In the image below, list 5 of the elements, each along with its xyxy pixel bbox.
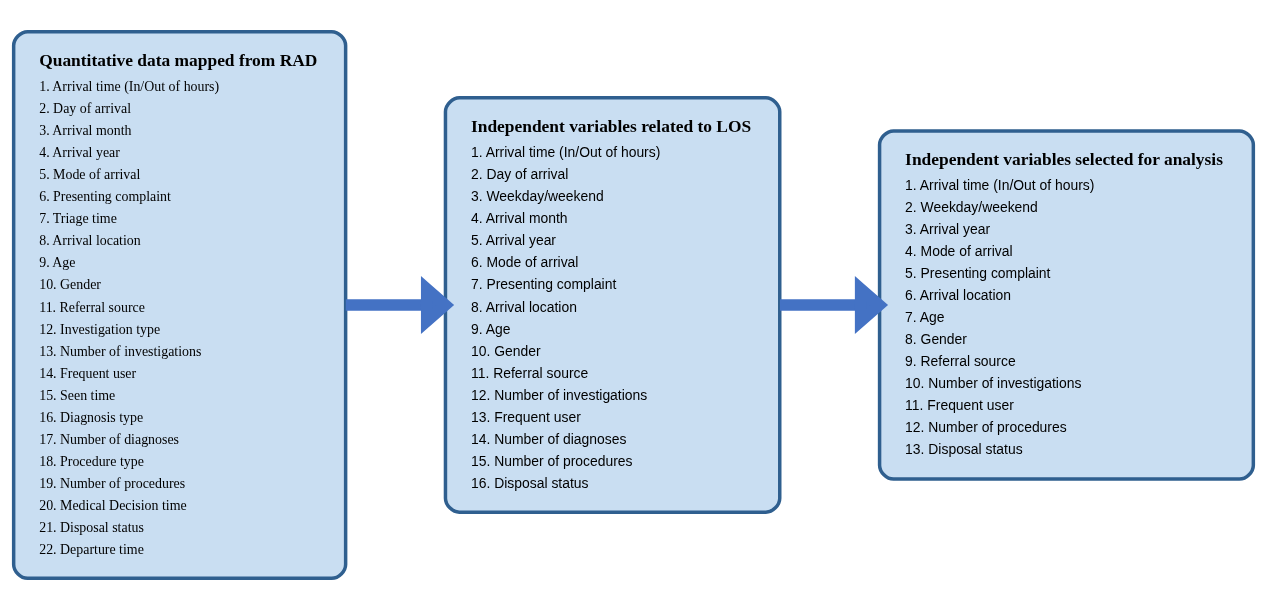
node-box: Quantitative data mapped from RAD 1. Arrival time (In/Out of hours) 2. Day of arrival 3. Arrival month 4. Arrival year 5. Mode of arrival 6. Presenting complaint 7. Triage time 8. Arrival location 9. Age 10. Gender 11. Referral source 12. Investigation type 13. Number of investigations 14. Frequent user 15. Seen time 16. Diagnosis type 17. Number of diagnoses 18. Procedure type 19. Number of procedures 20. Medical Decision time 21. Disposal status 22. Departure time: [11, 29, 348, 581]
node-box: Independent variables selected for analysis 1. Arrival time (In/Out of hours) 2. Weekday/weekend 3. Arrival year 4. Mode of arrival 5. Presenting complaint 6. Arrival location 7. Age 8. Gender 9. Referral source 10. Number of investigations 11. Frequent user 12. Number of procedures 13. Disposal status: [877, 129, 1256, 481]
arrow: [345, 275, 455, 335]
arrow: [780, 275, 889, 335]
node-box: Independent variables related to LOS 1. Arrival time (In/Out of hours) 2. Day of arrival 3. Weekday/weekend 4. Arrival month 5. Arrival year 6. Mode of arrival 7. Presenting complaint 8. Arrival location 9. Age 10. Gender 11. Referral source 12. Number of investigations 13. Frequent user 14. Number of diagnoses 15. Number of procedures 16. Disposal status: [443, 96, 782, 514]
